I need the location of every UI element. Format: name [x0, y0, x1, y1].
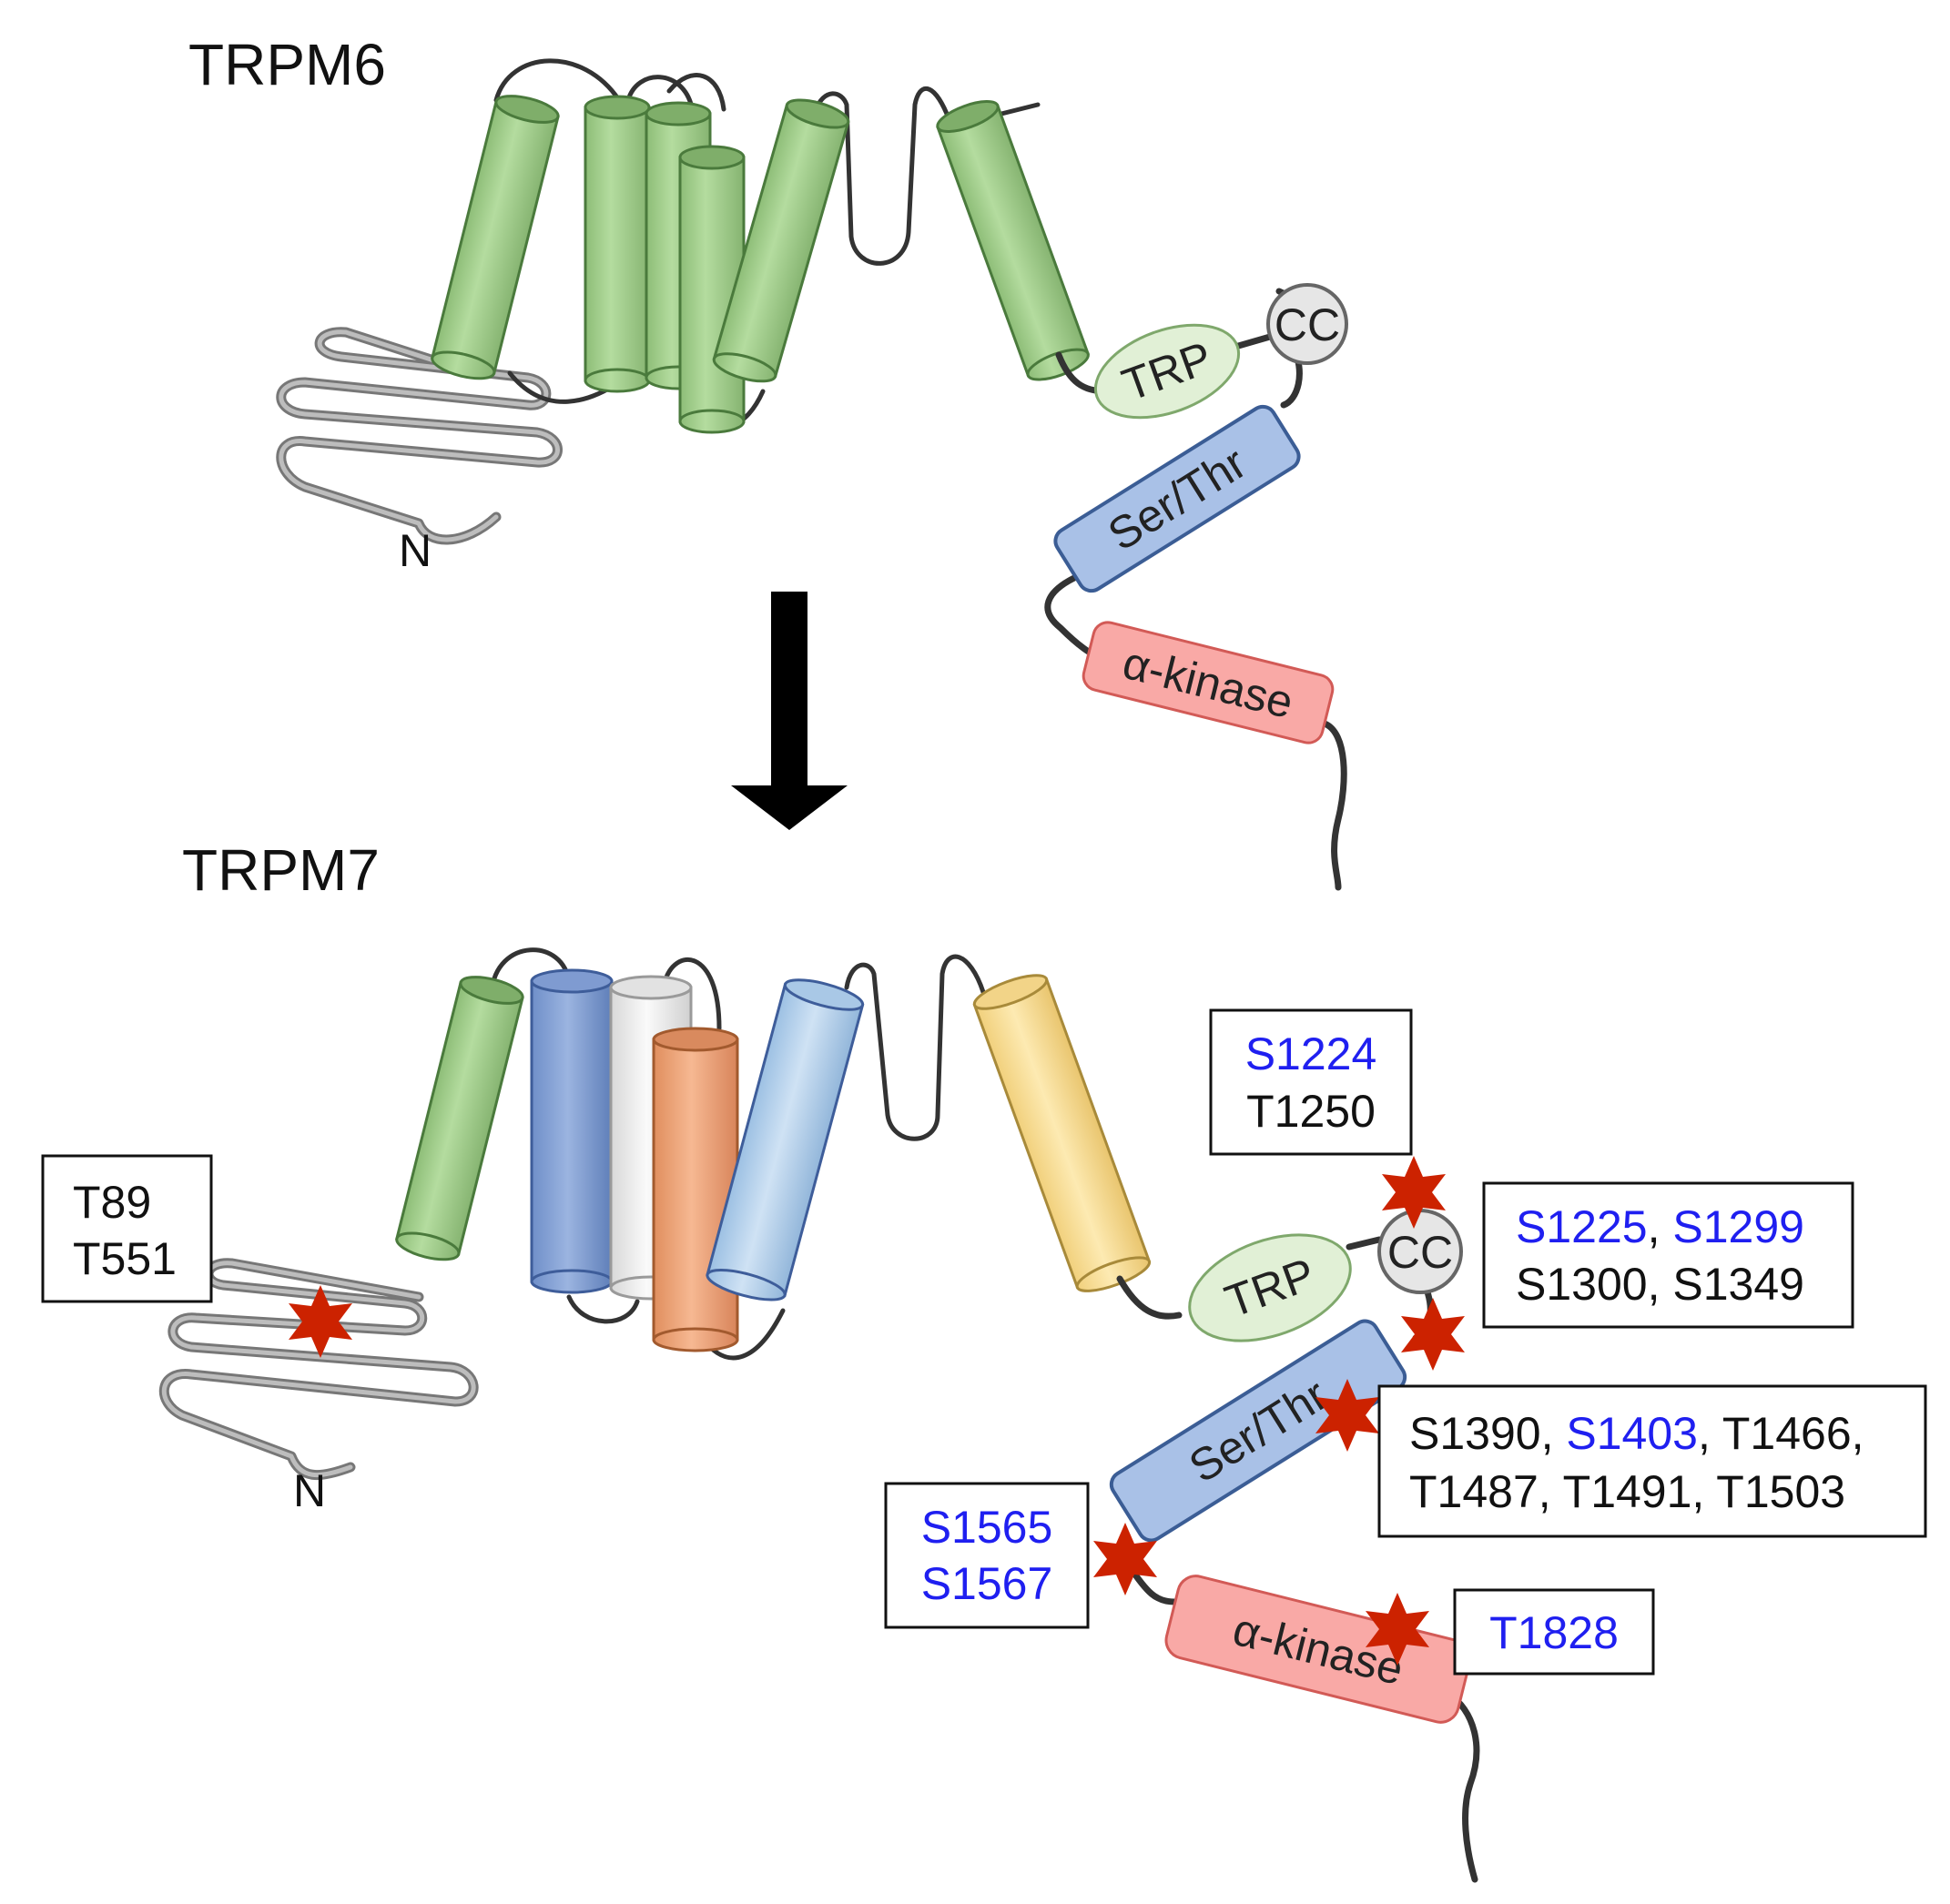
trpm6-helix-s1 [431, 95, 560, 380]
trpm7-helix-s5 [706, 978, 865, 1301]
phospho-star-n-terminal [289, 1285, 352, 1358]
trpm6-n-terminal-loop-highlight [279, 329, 560, 542]
site-s1565: S1565 [921, 1502, 1053, 1553]
site-s1567: S1567 [921, 1558, 1053, 1609]
trpm7-pore-loop [844, 954, 986, 1141]
site-s1403: S1403 [1566, 1408, 1698, 1459]
trpm7-trp-domain: TRP [1188, 1233, 1352, 1342]
trpm6-cc-domain: CC [1266, 283, 1348, 365]
trpm6-diagram: TRPM6 N [188, 32, 1348, 891]
trpm7-loop-bottom-a [566, 1294, 640, 1324]
trpm7-n-terminus-label: N [293, 1465, 326, 1516]
trpm6-loop-s3 [666, 73, 726, 112]
site-box-t1828: T1828 [1453, 1588, 1655, 1676]
site-box-s1390: S1390, S1403, T1466, T1487, T1491, T1503 [1377, 1384, 1927, 1538]
trpm6-n-terminal-loop [276, 327, 563, 545]
trpm7-helix-s4 [652, 1027, 739, 1352]
trpm7-cc-domain: CC [1377, 1209, 1463, 1294]
phospho-star-s1224 [1382, 1156, 1446, 1229]
trpm6-title: TRPM6 [188, 32, 386, 97]
trpm7-loop-bottom-b [707, 1308, 786, 1361]
site-t1250: T1250 [1246, 1086, 1376, 1137]
trpm7-helix-s2 [530, 968, 614, 1294]
trpm7-title: TRPM7 [182, 837, 380, 903]
trpm6-trp-domain: TRP [1093, 323, 1241, 420]
site-s1390: S1390, [1409, 1408, 1566, 1459]
site-box-s1225: S1225, S1299 S1300, S1349 [1482, 1181, 1854, 1329]
site-s1299: S1299 [1672, 1201, 1804, 1252]
trpm7-loop-s3-s4 [662, 957, 722, 1031]
trpm7-diagram: TRPM7 N [41, 837, 1927, 1883]
trpm7-n-terminal-loop-highlight [161, 1261, 476, 1478]
trpm6-loop-s2-s3 [625, 75, 695, 110]
site-t89: T89 [73, 1177, 151, 1228]
site-t1828: T1828 [1489, 1607, 1619, 1658]
trpm7-helix-s6 [972, 974, 1152, 1292]
site-s1225: S1225 [1516, 1201, 1648, 1252]
trpm6-ser-thr-domain: Ser/Thr [1053, 404, 1301, 593]
trpm6-loop-s6 [999, 102, 1041, 116]
site-s1225-line: S1225, S1299 [1516, 1201, 1804, 1252]
trpm6-helix-s2 [584, 95, 651, 393]
trpm6-alpha-kinase-domain: α-kinase [1082, 621, 1335, 744]
trpm6-n-terminus-label: N [399, 525, 432, 576]
trpm6-pore-loop [812, 86, 950, 266]
trpm7-loop-s1-s2 [489, 947, 572, 995]
site-s1390-line: S1390, S1403, T1466, [1409, 1408, 1864, 1459]
site-s1224: S1224 [1245, 1028, 1377, 1079]
trpm7-alpha-kinase-domain: α-kinase [1164, 1575, 1472, 1724]
phospho-star-s1390 [1315, 1379, 1379, 1452]
trpm6-cc-label: CC [1275, 299, 1340, 350]
site-box-s1224: S1224 T1250 [1209, 1008, 1413, 1156]
site-t551: T551 [73, 1233, 177, 1284]
trpm7-cc-label: CC [1387, 1227, 1453, 1278]
site-t1487-t1491-t1503: T1487, T1491, T1503 [1409, 1466, 1845, 1517]
site-box-t89: T89 T551 [41, 1154, 213, 1303]
phospho-star-t1828 [1366, 1593, 1429, 1666]
site-s1225-sep: , [1648, 1201, 1673, 1252]
trpm6-helix-s5 [712, 98, 850, 383]
trpm6-helix-s6 [936, 100, 1090, 381]
trpm7-helix-s1 [395, 976, 524, 1261]
site-box-s1565: S1565 S1567 [884, 1482, 1090, 1629]
phospho-star-s1225 [1401, 1298, 1465, 1371]
trpm6-n-terminal-region: N [276, 327, 563, 576]
site-t1466: , T1466, [1698, 1408, 1864, 1459]
transition-arrow [731, 592, 848, 830]
site-s1300-s1349: S1300, S1349 [1516, 1259, 1804, 1310]
phospho-star-s1565 [1093, 1523, 1157, 1595]
trpm7-n-terminal-region: N [158, 1258, 479, 1516]
trpm6-loop-s1-s2 [493, 58, 622, 103]
